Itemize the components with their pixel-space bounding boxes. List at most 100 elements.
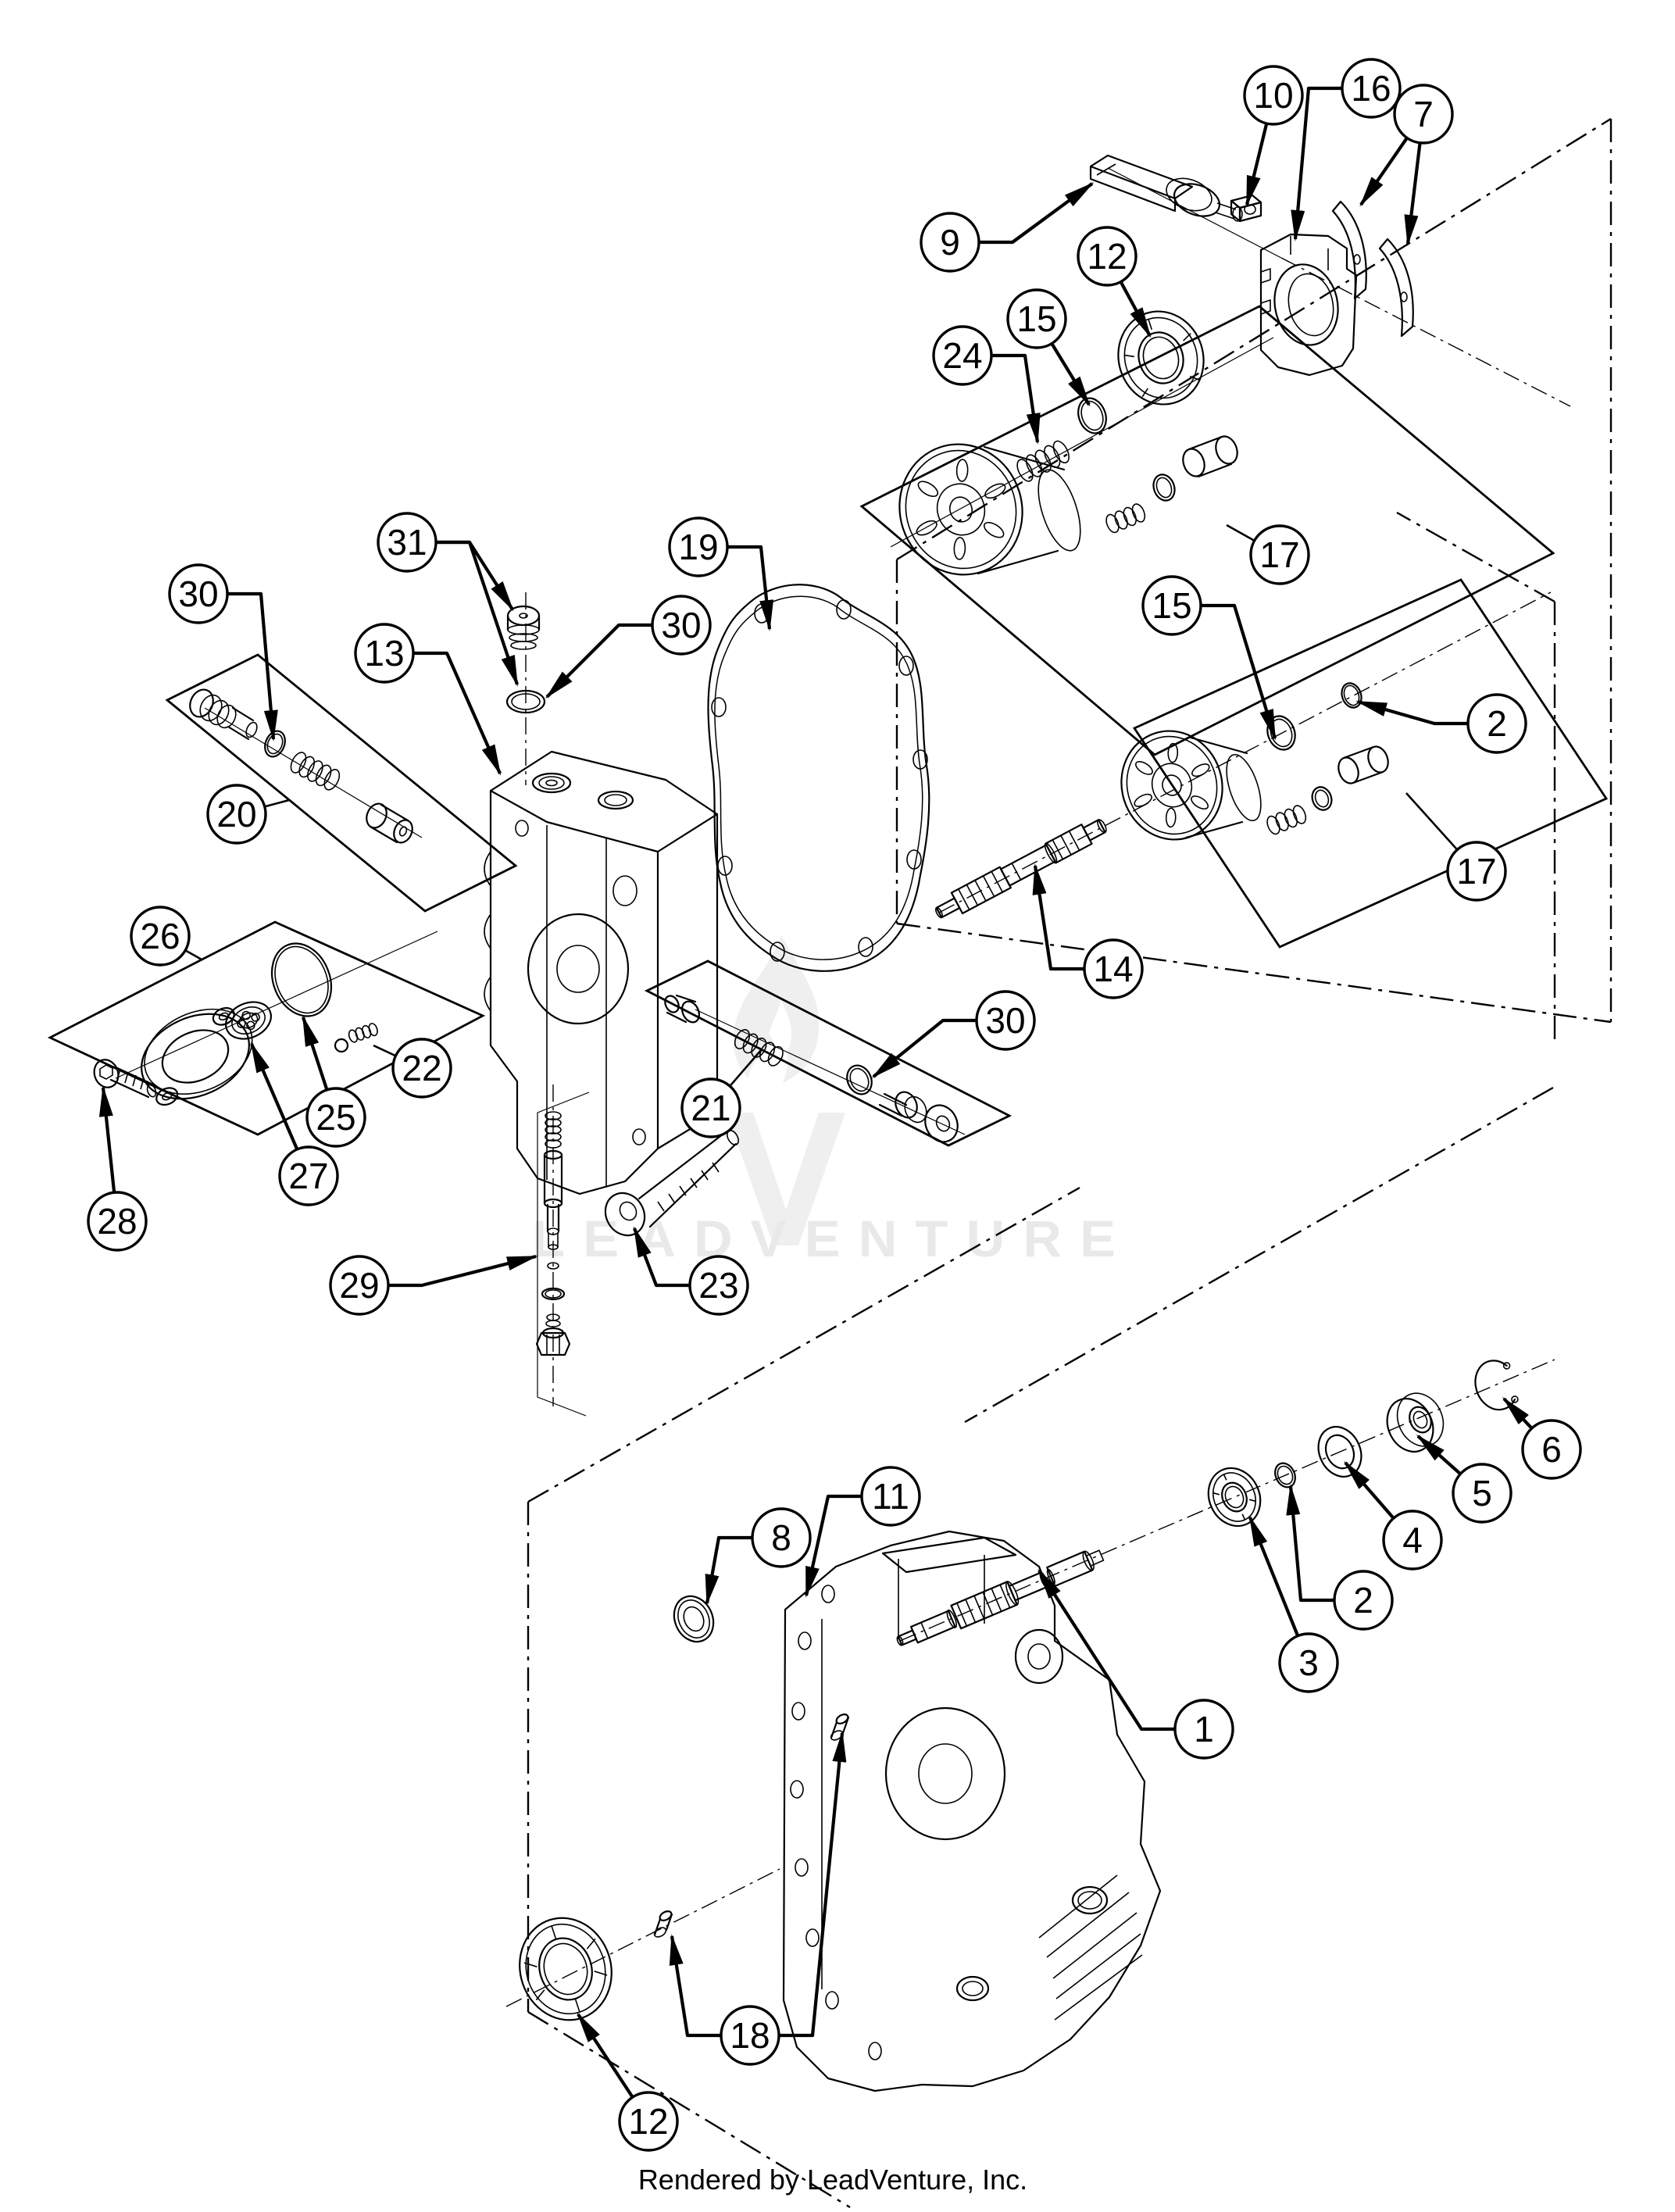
svg-text:17: 17: [1259, 534, 1299, 575]
gerotor-part: [225, 1001, 272, 1040]
callout-7[interactable]: 7: [1359, 84, 1454, 246]
watermark-lv-monogram: [727, 1113, 845, 1245]
callout-17[interactable]: 17: [1226, 524, 1310, 585]
valve-spool-part: [543, 1149, 563, 1250]
callout-28[interactable]: 28: [87, 1085, 148, 1252]
callout-10[interactable]: 10: [1243, 65, 1304, 207]
callout-29[interactable]: 29: [329, 1254, 538, 1316]
svg-text:4: 4: [1402, 1520, 1423, 1560]
bearing-seal-part: [519, 1917, 612, 2021]
callout-12[interactable]: 12: [1077, 226, 1152, 338]
callout-9[interactable]: 9: [920, 182, 1095, 273]
callout-25[interactable]: 25: [302, 1015, 366, 1148]
watermark: LEADVENTURE: [532, 934, 1116, 1267]
callout-12[interactable]: 12: [577, 2012, 679, 2152]
oring-part: [541, 1287, 566, 1301]
callout-6[interactable]: 6: [1502, 1396, 1582, 1480]
callout-21[interactable]: 21: [680, 1049, 762, 1138]
callout-27[interactable]: 27: [250, 1042, 339, 1206]
svg-text:30: 30: [661, 605, 701, 645]
svg-text:8: 8: [771, 1517, 791, 1558]
callout-23[interactable]: 23: [633, 1226, 749, 1316]
callout-2[interactable]: 2: [1355, 693, 1527, 754]
small-spring-part: [1105, 503, 1146, 534]
callout-26[interactable]: 26: [130, 906, 202, 967]
shaft-seal-part: [673, 1595, 715, 1643]
callout-30[interactable]: 30: [168, 563, 278, 742]
roller-bearing-part: [1386, 1392, 1445, 1453]
cylinder-block-part: [898, 443, 1023, 576]
bushing-part: [1182, 435, 1238, 478]
gasket-part: [707, 584, 930, 972]
callout-13[interactable]: 13: [354, 623, 502, 776]
callout-15[interactable]: 15: [1006, 288, 1091, 407]
callout-24[interactable]: 24: [932, 325, 1041, 445]
valve-spring-part: [734, 1029, 784, 1067]
callout-19[interactable]: 19: [668, 516, 774, 631]
oring-30-part: [505, 689, 546, 714]
trunnion-arm-part: [1089, 154, 1243, 222]
callout-20[interactable]: 20: [206, 784, 290, 845]
washer-disc-part: [1311, 786, 1333, 811]
svg-text:1: 1: [1194, 1709, 1214, 1749]
svg-text:9: 9: [940, 222, 960, 263]
callout-17[interactable]: 17: [1405, 792, 1507, 902]
svg-text:13: 13: [364, 633, 404, 674]
valve-spring-part: [290, 752, 341, 791]
valve-plug-part: [878, 1091, 959, 1143]
svg-text:23: 23: [698, 1265, 738, 1306]
pump-shaft-part: [934, 819, 1107, 919]
block-spring-part: [1266, 805, 1307, 835]
valve-spring-part: [545, 1111, 562, 1149]
svg-text:3: 3: [1298, 1642, 1319, 1683]
svg-text:22: 22: [402, 1048, 441, 1088]
callout-30[interactable]: 30: [545, 595, 712, 699]
svg-text:12: 12: [1087, 236, 1127, 277]
callouts-layer: 1223456789101112121314151516171718192021…: [87, 58, 1582, 2152]
callout-18[interactable]: 18: [669, 1731, 847, 2066]
callout-31[interactable]: 31: [377, 512, 519, 687]
oring-2-part: [1341, 682, 1362, 709]
callout-1[interactable]: 1: [1038, 1568, 1234, 1760]
callout-3[interactable]: 3: [1248, 1515, 1339, 1693]
svg-text:25: 25: [316, 1097, 355, 1138]
watermark-flame-cutout: [769, 1000, 792, 1067]
callout-8[interactable]: 8: [705, 1507, 812, 1606]
pump-cylinder-block-kit: [859, 305, 1555, 756]
swashplate-cradle-part: [1259, 233, 1358, 377]
svg-text:15: 15: [1152, 585, 1191, 626]
callout-5[interactable]: 5: [1416, 1435, 1512, 1524]
svg-text:27: 27: [288, 1156, 328, 1196]
svg-text:19: 19: [678, 527, 718, 567]
boundary-lines: [527, 117, 1612, 2209]
callout-11[interactable]: 11: [804, 1466, 921, 1598]
callout-30[interactable]: 30: [871, 990, 1036, 1078]
relief-valve-kit: [165, 653, 518, 913]
callout-2[interactable]: 2: [1286, 1484, 1394, 1631]
svg-text:15: 15: [1016, 298, 1056, 339]
svg-text:17: 17: [1456, 851, 1496, 892]
charge-pump-kit: [47, 920, 486, 1136]
svg-text:5: 5: [1472, 1473, 1492, 1513]
thrust-bearing-part: [1117, 310, 1205, 406]
callout-22[interactable]: 22: [373, 1038, 452, 1099]
callout-14[interactable]: 14: [1032, 863, 1144, 999]
svg-text:18: 18: [730, 2015, 770, 2056]
svg-text:2: 2: [1353, 1580, 1373, 1621]
dowel-pin-part: [830, 1713, 850, 1741]
dowel-pin-part: [653, 1910, 673, 1938]
callout-4[interactable]: 4: [1344, 1460, 1443, 1571]
oring-25-part: [270, 942, 333, 1017]
valve-piston-part: [366, 802, 413, 844]
svg-text:21: 21: [691, 1088, 730, 1128]
valve-spool-part: [664, 994, 700, 1024]
callout-15[interactable]: 15: [1141, 575, 1277, 741]
trunnion-control-group: [1089, 154, 1414, 377]
bypass-valve-kit: [644, 959, 1012, 1147]
plug-screw-part: [506, 605, 541, 650]
svg-text:11: 11: [872, 1476, 909, 1517]
needle-valve-kit: [535, 1092, 590, 1417]
callout-16[interactable]: 16: [1291, 58, 1402, 241]
